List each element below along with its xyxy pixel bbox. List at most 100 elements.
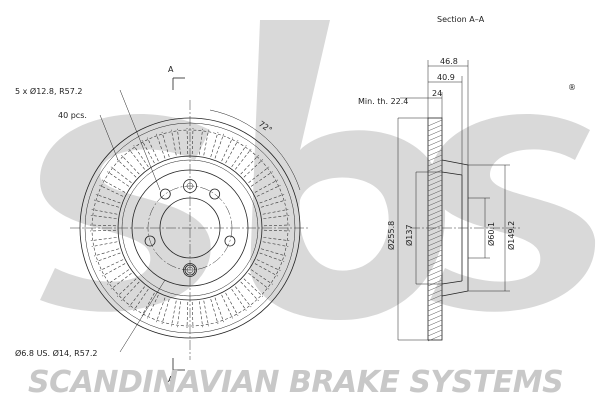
registered-mark: ® — [568, 83, 576, 92]
vane-line — [90, 229, 117, 232]
hatch-line — [427, 324, 443, 332]
vane-line — [263, 229, 290, 232]
dim-center-bore: Ø60.1 — [486, 222, 496, 246]
section-marker-bottom-label: A — [168, 375, 174, 384]
hatch-line — [427, 179, 443, 187]
hatch-line — [427, 204, 443, 212]
vane-line — [260, 199, 287, 208]
vane-line — [203, 300, 209, 327]
hatch-line — [427, 209, 443, 217]
vane-line — [141, 140, 155, 164]
hatch-line — [427, 329, 443, 337]
hat-bottom-edge — [441, 290, 469, 297]
vane-line — [221, 294, 233, 319]
friction-ring-section — [427, 117, 443, 341]
vane-line — [128, 286, 145, 308]
hatch-line — [427, 314, 443, 322]
hatch-line — [427, 234, 443, 242]
vane-line — [210, 298, 219, 325]
vane-line — [254, 263, 278, 277]
vane-line — [240, 281, 259, 302]
hatch-line — [427, 159, 443, 167]
vane-line — [177, 128, 181, 155]
vane-line — [240, 154, 259, 175]
vane-line — [93, 199, 120, 208]
hatch-line — [427, 154, 443, 162]
hatch-line — [427, 124, 443, 132]
hatch-line — [427, 249, 443, 257]
hatch-line — [427, 309, 443, 317]
hatch-line — [427, 319, 443, 327]
hatch-line — [427, 149, 443, 157]
vane-line — [235, 286, 252, 308]
hat-inner-bottom — [441, 280, 463, 285]
hatch-line — [427, 184, 443, 192]
vane-line — [263, 237, 290, 241]
vane-line — [203, 129, 209, 156]
hatch-line — [427, 144, 443, 152]
dim-thickness: 24 — [432, 89, 442, 98]
aux-hole-leader — [119, 279, 166, 353]
section-marker-top-label: A — [168, 65, 174, 74]
vane-line — [91, 209, 118, 215]
vane-line — [177, 301, 181, 328]
vane-line — [141, 292, 155, 316]
bolt-hole — [209, 188, 221, 200]
dim-hat-height: 40.9 — [437, 73, 455, 82]
vane-line — [107, 171, 130, 187]
vane-line — [191, 301, 194, 328]
hatch-line — [427, 264, 443, 272]
cooling-vanes — [90, 128, 290, 328]
vane-line — [248, 166, 270, 183]
hatch-line — [427, 119, 443, 127]
hatch-line — [427, 284, 443, 292]
hatch-line — [427, 199, 443, 207]
hatch-line — [427, 294, 443, 302]
vane-line — [110, 273, 132, 290]
hatch-line — [427, 174, 443, 182]
aux-holes-callout: Ø6.8 US. Ø14, R57.2 — [15, 348, 98, 358]
vane-line — [95, 193, 121, 204]
vane-line — [214, 133, 225, 159]
bolt-hole-leader — [119, 89, 161, 191]
vane-line — [147, 294, 159, 319]
vane-line — [128, 148, 145, 170]
vane-line — [221, 137, 233, 162]
vane-line — [102, 179, 126, 193]
vane-line — [231, 288, 247, 311]
vane-line — [225, 292, 239, 316]
vane-line — [155, 297, 166, 323]
vane-line — [116, 159, 137, 178]
hatch-line — [427, 279, 443, 287]
hatch-line — [427, 139, 443, 147]
vane-line — [259, 193, 285, 204]
vane-line — [171, 129, 177, 156]
vane-line — [191, 128, 194, 155]
bolt-circle-callout: 5 x Ø12.8, R57.2 — [15, 86, 82, 96]
vane-line — [121, 154, 140, 175]
bolt-hole — [159, 188, 171, 200]
bolt-holes — [144, 188, 236, 276]
vane-line — [147, 137, 159, 162]
hatch-line — [427, 304, 443, 312]
vane-line — [262, 241, 289, 247]
vane-line — [231, 145, 247, 168]
disc-front-view: A A 72° — [70, 65, 310, 384]
vane-line — [133, 145, 149, 168]
vane-line — [95, 252, 121, 263]
vane-line — [110, 166, 132, 183]
hatch-line — [427, 214, 443, 222]
min-thickness-label: Min. th. 22.4 — [358, 97, 408, 106]
vane-line — [161, 131, 170, 158]
vane-line — [90, 237, 117, 241]
vane-line — [121, 281, 140, 302]
vane-line — [90, 224, 117, 227]
angle-arc — [209, 109, 301, 191]
hatch-line — [427, 269, 443, 277]
vanes-callout: 40 pcs. — [58, 111, 87, 120]
vane-line — [243, 278, 264, 297]
hatch-line — [427, 289, 443, 297]
hatch-line — [427, 169, 443, 177]
brand-wordmark: SCANDINAVIAN BRAKE SYSTEMS — [28, 365, 563, 400]
